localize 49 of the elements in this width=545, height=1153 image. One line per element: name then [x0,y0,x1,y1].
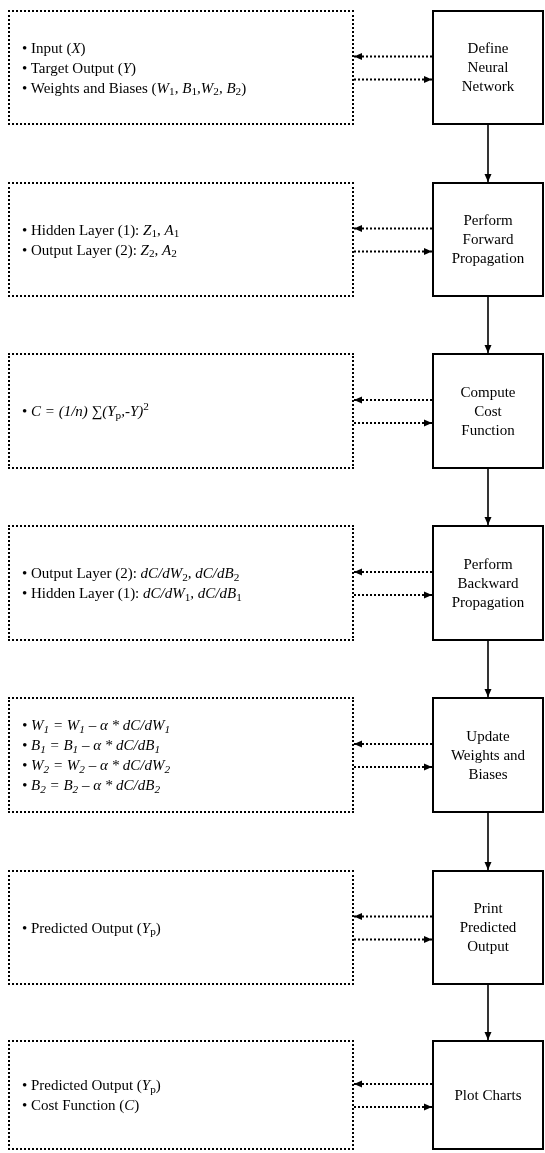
process-box: Compute Cost Function [432,353,544,469]
info-box [8,870,354,985]
arrow [484,124,492,183]
arrow [484,468,492,526]
bullet-item: • Hidden Layer (1): Z$_{1}$, A$_{1}$ [22,220,181,240]
arrow [353,76,433,83]
bullet-item: • Weights and Biases (W$_{1}$, B$_{1}$,W$_{2}$, B$_{2}$) [22,78,248,98]
arrow [353,763,433,771]
bullet-item: • Output Layer (2): Z$_{2}$, A$_{2}$ [22,240,178,260]
arrow [484,984,492,1041]
arrow [353,591,433,599]
bullet-item: • Cost Function (C) [22,1096,141,1115]
process-box: Define Neural Network [432,10,544,125]
info-box [8,1040,354,1150]
info-box [8,525,354,641]
process-box: Perform Forward Propagation [432,182,544,297]
bullet-item: • B$_{1}$ = B$_{1}$ – α * dC/dB$_{1}$ [22,736,162,755]
arrow [353,913,433,920]
bullet-item: • Target Output (Y) [22,58,138,78]
arrow [353,53,433,60]
arrow [353,225,433,232]
bullet-item: • B$_{2}$ = B$_{2}$ – α * dC/dB$_{2}$ [22,776,162,795]
bullet-item: • C = (1/n) ∑(Y$_{p}$,-Y)$^{2}$ [22,401,150,421]
arrow [353,740,433,748]
process-box: Print Predicted Output [432,870,544,985]
bullet-item: • Hidden Layer (1): dC/dW$_{1}$, dC/dB$_{1}$ [22,584,243,603]
arrow [353,1080,433,1088]
arrow [353,248,433,255]
info-box [8,10,354,125]
process-box: Perform Backward Propagation [432,525,544,641]
arrow [484,640,492,698]
process-box: Update Weights and Biases [432,697,544,813]
info-box [8,353,354,469]
arrow [484,812,492,871]
info-box [8,182,354,297]
process-box: Plot Charts [432,1040,544,1150]
bullet-item: • Output Layer (2): dC/dW$_{2}$, dC/dB$_{2}$ [22,564,241,583]
arrow [353,1103,433,1111]
info-box [8,697,354,813]
bullet-item: • Input (X) [22,38,87,58]
arrow [353,568,433,576]
bullet-item: • Predicted Output (Y$_{p}$) [22,918,162,938]
arrow [353,936,433,943]
bullet-item: • W$_{1}$ = W$_{1}$ – α * dC/dW$_{1}$ [22,716,172,735]
bullet-item: • W$_{2}$ = W$_{2}$ – α * dC/dW$_{2}$ [22,756,172,775]
arrow [353,419,433,427]
arrow [353,396,433,404]
arrow [484,296,492,354]
bullet-item: • Predicted Output (Y$_{p}$) [22,1076,162,1095]
